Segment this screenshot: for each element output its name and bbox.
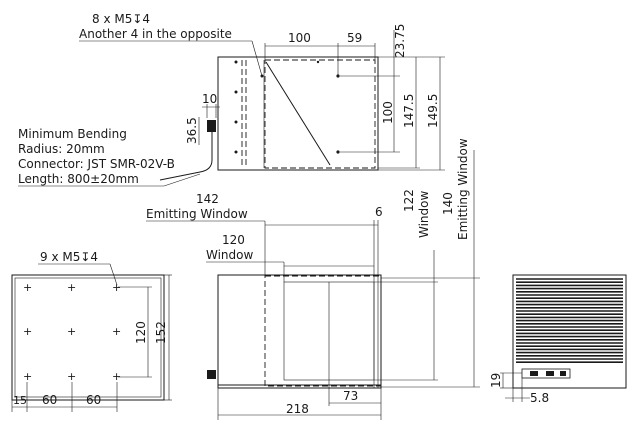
cable-note-line4: Length: 800±20mm [18,172,139,186]
hole-mark: + [67,281,76,294]
side-emitting-window-vertical: Emitting Window [456,138,470,240]
connector [207,120,216,132]
cable-note-line3: Connector: JST SMR-02V-B [18,157,175,171]
side-window-vertical: Window [417,191,431,239]
top-hole [234,60,238,64]
hole-mark: + [67,370,76,383]
front-view-outer [11,274,165,401]
dim-59: 59 [347,31,362,45]
dim-36-5: 36.5 [185,117,199,144]
top-hole [234,120,238,124]
front-dim-60-b: 60 [86,393,101,407]
side-view-window-dash [264,275,382,387]
front-hole-spec: 9 x M5↧4 [40,250,98,264]
top-hole [316,60,320,64]
top-hole [336,150,340,154]
side-dim-140: 140 [441,192,455,215]
side-view: 142 Emitting Window 120 Window 6 122 Win… [146,138,480,420]
dim-23-75: 23.75 [393,24,407,58]
side-view-connector [207,370,216,379]
top-hole [234,90,238,94]
top-view-diagonal [265,61,331,166]
front-view-holes: + + + + + + + + + [23,281,121,383]
dim-100-top: 100 [288,31,311,45]
rear-view-body [512,274,627,389]
front-hole-leader [109,263,118,286]
side-emitting-window: Emitting Window [146,207,248,221]
front-view-inner [14,277,162,398]
front-dim-60-a: 60 [42,393,57,407]
top-hole-note: Another 4 in the opposite [79,27,232,41]
hole-mark: + [23,281,32,294]
side-dim-142: 142 [196,192,219,206]
front-dim-120: 120 [134,321,148,344]
side-dim-122: 122 [402,189,416,212]
side-dim-73: 73 [343,389,358,403]
heatsink-fins [516,278,623,364]
cable-note-leader [163,173,201,187]
rear-dim-19: 19 [489,373,503,388]
hole-mark: + [23,370,32,383]
rear-view: 19 5.8 [489,274,627,405]
hole-mark: + [23,325,32,338]
side-window: Window [206,248,254,262]
rear-dim-5-8: 5.8 [530,391,549,405]
cable-note-line1: Minimum Bending [18,127,127,141]
hole-mark: + [112,370,121,383]
front-dim-15: 15 [13,394,27,407]
side-view-body [217,274,382,389]
top-hole-leader [251,40,263,77]
front-dim-152: 152 [154,321,168,344]
side-dim-6: 6 [375,205,383,219]
hole-mark: + [112,325,121,338]
connector-cable-bend [159,159,213,181]
rear-view-connector-pin [530,371,538,376]
top-view: 8 x M5↧4 Another 4 in the opposite 100 5… [79,12,445,181]
rear-view-connector-pin [546,371,554,376]
top-hole-spec: 8 x M5↧4 [92,12,150,26]
dim-149-5: 149.5 [426,94,440,128]
hole-mark: + [112,281,121,294]
side-dim-218: 218 [286,402,309,416]
front-view: + + + + + + + + + 9 x M5↧4 120 152 15 60… [11,250,172,412]
dim-10: 10 [202,92,217,106]
top-hole [234,150,238,154]
cable-note: Minimum Bending Radius: 20mm Connector: … [18,127,201,187]
side-dim-120: 120 [222,233,245,247]
top-view-window-outline [264,59,376,169]
dim-147-5: 147.5 [402,94,416,128]
cable-note-line2: Radius: 20mm [18,142,105,156]
hole-mark: + [67,325,76,338]
top-view-body [217,56,379,171]
rear-view-connector-pin [560,371,566,376]
dim-100-side: 100 [381,101,395,124]
